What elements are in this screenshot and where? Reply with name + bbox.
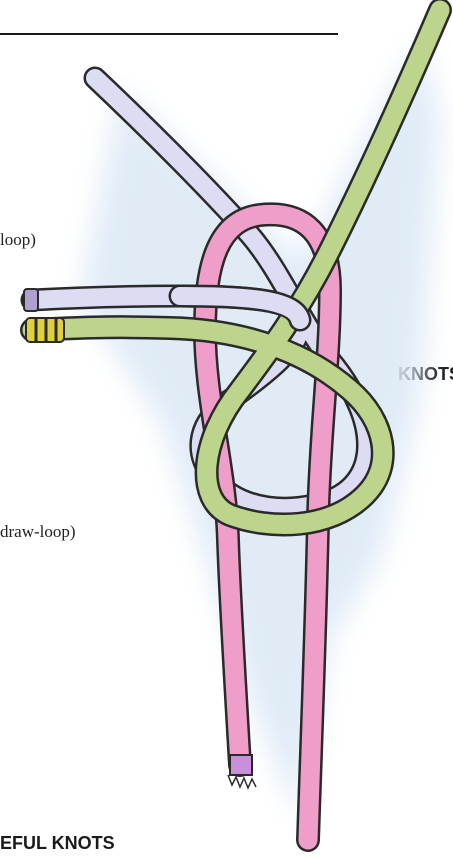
green-end-whipping: [26, 318, 64, 342]
pink-frayed-end: [228, 755, 256, 788]
lavender-end-cap: [24, 289, 38, 311]
